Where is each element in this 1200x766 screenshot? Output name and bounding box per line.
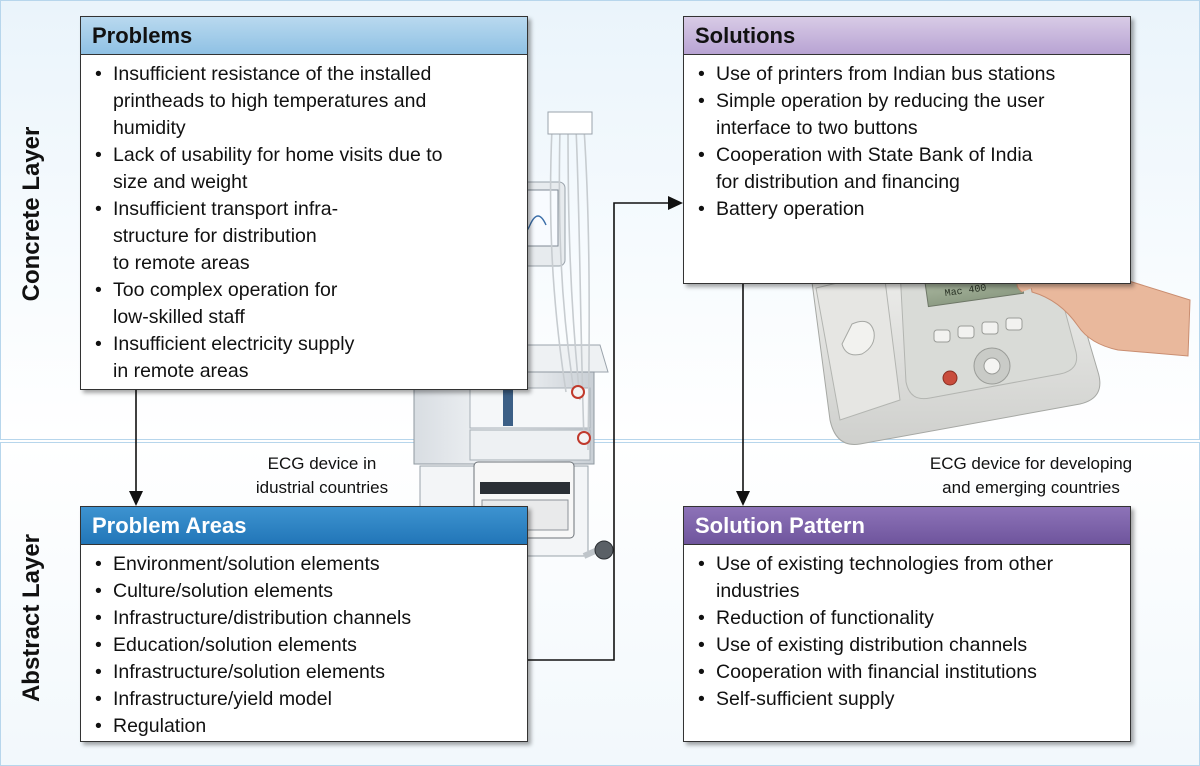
list-item: Cooperation with State Bank of India for… [694,142,1120,196]
list-item: Cooperation with financial institutions [694,659,1120,686]
caption-industrial-device: ECG device in idustrial countries [255,454,389,497]
connector-areas-to-solutions [528,196,683,661]
list-item: Use of existing technologies from other … [694,551,1120,605]
list-item: Insufficient transport infra- structure … [91,196,517,277]
list-item: Reduction of functionality [694,605,1120,632]
list-item: Regulation [91,713,517,740]
solution-pattern-box: Solution Pattern Use of existing technol… [683,506,1131,742]
list-item: Education/solution elements [91,632,517,659]
list-item: Insufficient electricity supply in remot… [91,331,517,385]
problems-box: Problems Insufficient resistance of the … [80,16,528,390]
connector-solutions-to-pattern [736,284,750,506]
caption-developing-device: ECG device for developing and emerging c… [929,454,1133,497]
solutions-box: Solutions Use of printers from Indian bu… [683,16,1131,284]
problem-areas-title: Problem Areas [81,507,527,545]
list-item: Infrastructure/solution elements [91,659,517,686]
connector-problems-to-areas [129,390,143,506]
list-item: Infrastructure/yield model [91,686,517,713]
list-item: Use of existing distribution channels [694,632,1120,659]
list-item: Culture/solution elements [91,578,517,605]
list-item: Insufficient resistance of the installed… [91,61,517,142]
list-item: Infrastructure/distribution channels [91,605,517,632]
problem-areas-box: Problem Areas Environment/solution eleme… [80,506,528,742]
list-item: Self-sufficient supply [694,686,1120,713]
solution-pattern-title: Solution Pattern [684,507,1130,545]
problem-areas-list: Environment/solution elements Culture/so… [81,545,527,740]
list-item: Battery operation [694,196,1120,223]
list-item: Simple operation by reducing the user in… [694,88,1120,142]
solutions-list: Use of printers from Indian bus stations… [684,55,1130,223]
solutions-title: Solutions [684,17,1130,55]
list-item: Lack of usability for home visits due to… [91,142,517,196]
problems-title: Problems [81,17,527,55]
problems-list: Insufficient resistance of the installed… [81,55,527,385]
list-item: Too complex operation for low-skilled st… [91,277,517,331]
solution-pattern-list: Use of existing technologies from other … [684,545,1130,713]
list-item: Use of printers from Indian bus stations [694,61,1120,88]
list-item: Environment/solution elements [91,551,517,578]
